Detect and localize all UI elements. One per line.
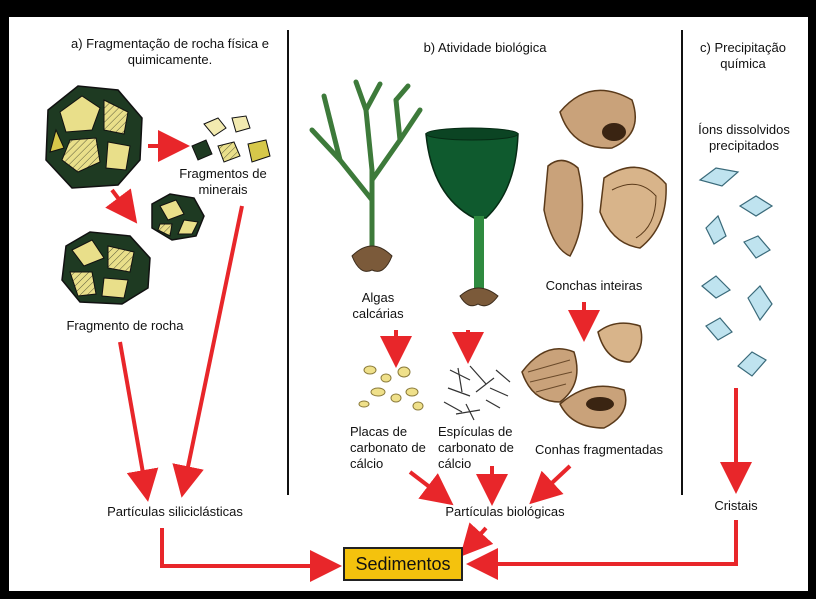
whole-shells-icon (544, 90, 666, 256)
mineral-fragments-icon (192, 116, 270, 162)
dissolved-ions-crystals-icon (700, 168, 772, 376)
label-particulas-siliciclasticas: Partículas siliciclásticas (90, 504, 260, 520)
arrow-bio-to-sedimentos (468, 528, 486, 548)
label-placas-carbonato: Placas de carbonato de cálcio (350, 424, 438, 472)
label-ions-dissolvidos: Íons dissolvidos precipitados (686, 122, 802, 154)
label-conchas-fragmentadas: Conhas fragmentadas (524, 442, 674, 458)
rock-fragment-icon (62, 232, 150, 304)
arrow-cristais-to-sedimentos (478, 520, 736, 564)
label-fragmento-rocha: Fragmento de rocha (50, 318, 200, 334)
arrow-fragshells-to-bio (538, 466, 570, 496)
medium-rock-icon (152, 194, 204, 240)
sedimentos-box: Sedimentos (343, 547, 463, 581)
fragmented-shells-icon (522, 323, 642, 428)
spicules-icon (444, 366, 510, 420)
label-conchas-inteiras: Conchas inteiras (534, 278, 654, 294)
large-rock-icon (46, 86, 142, 188)
label-particulas-biologicas: Partículas biológicas (430, 504, 580, 520)
algae-roots-icon (352, 246, 392, 271)
label-fragmentos-minerais: Fragmentos de minerais (168, 166, 278, 198)
carbonate-plates-icon (359, 366, 423, 410)
section-b-title: b) Atividade biológica (400, 40, 570, 56)
label-algas-calcarias: Algas calcárias (340, 290, 416, 322)
arrow-fragment-to-siliciclastic (120, 342, 146, 490)
arrow-plates-to-bio (410, 472, 444, 498)
label-cristais: Cristais (706, 498, 766, 514)
section-c-title: c) Precipitação química (688, 40, 798, 72)
calcareous-algae-icon (312, 82, 420, 248)
sponge-icon (426, 128, 518, 306)
arrow-rock-to-medium (112, 190, 130, 214)
arrow-minerals-to-siliciclastic (184, 206, 242, 486)
section-a-title: a) Fragmentação de rocha física e quimic… (70, 36, 270, 68)
arrow-siliciclastic-to-sedimentos (162, 528, 330, 566)
label-espiculas-carbonato: Espículas de carbonato de cálcio (438, 424, 528, 472)
